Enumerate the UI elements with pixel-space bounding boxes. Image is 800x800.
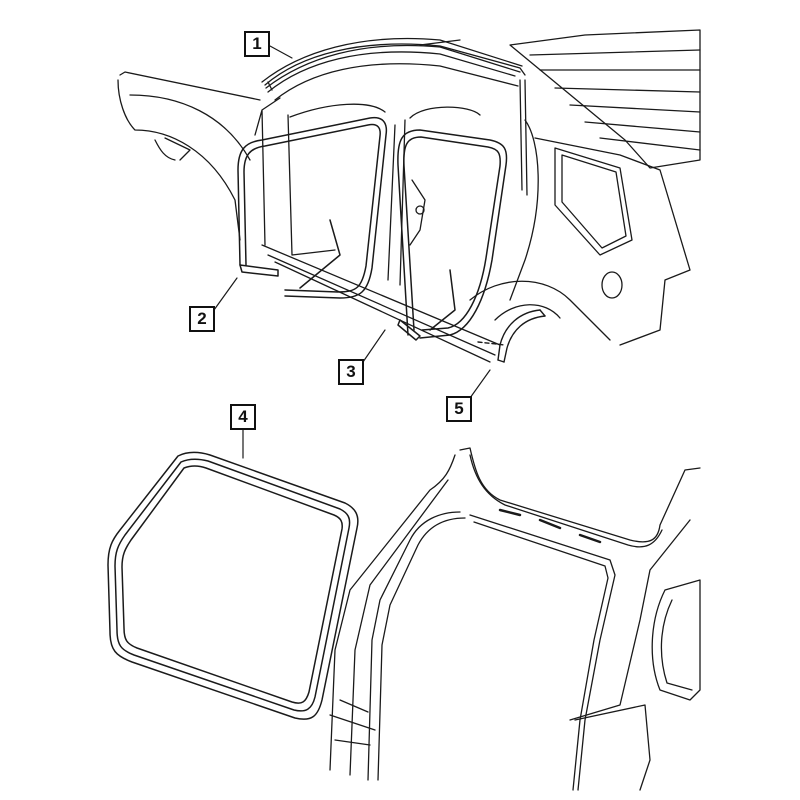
callout-5: 5 xyxy=(446,396,472,422)
vehicle-body-side xyxy=(117,29,701,363)
roof-rail-weatherstrip xyxy=(261,37,523,91)
vehicle-body-rear xyxy=(329,447,701,791)
callout-2: 2 xyxy=(189,306,215,332)
leader-lines xyxy=(213,45,491,459)
liftgate-weatherstrip xyxy=(107,451,359,720)
callout-1: 1 xyxy=(244,31,270,57)
front-door-weatherstrip xyxy=(237,116,388,299)
rear-door-weatherstrip xyxy=(397,129,508,341)
callout-3: 3 xyxy=(338,359,364,385)
callout-4: 4 xyxy=(230,404,256,430)
wheel-opening-seal xyxy=(477,309,546,363)
